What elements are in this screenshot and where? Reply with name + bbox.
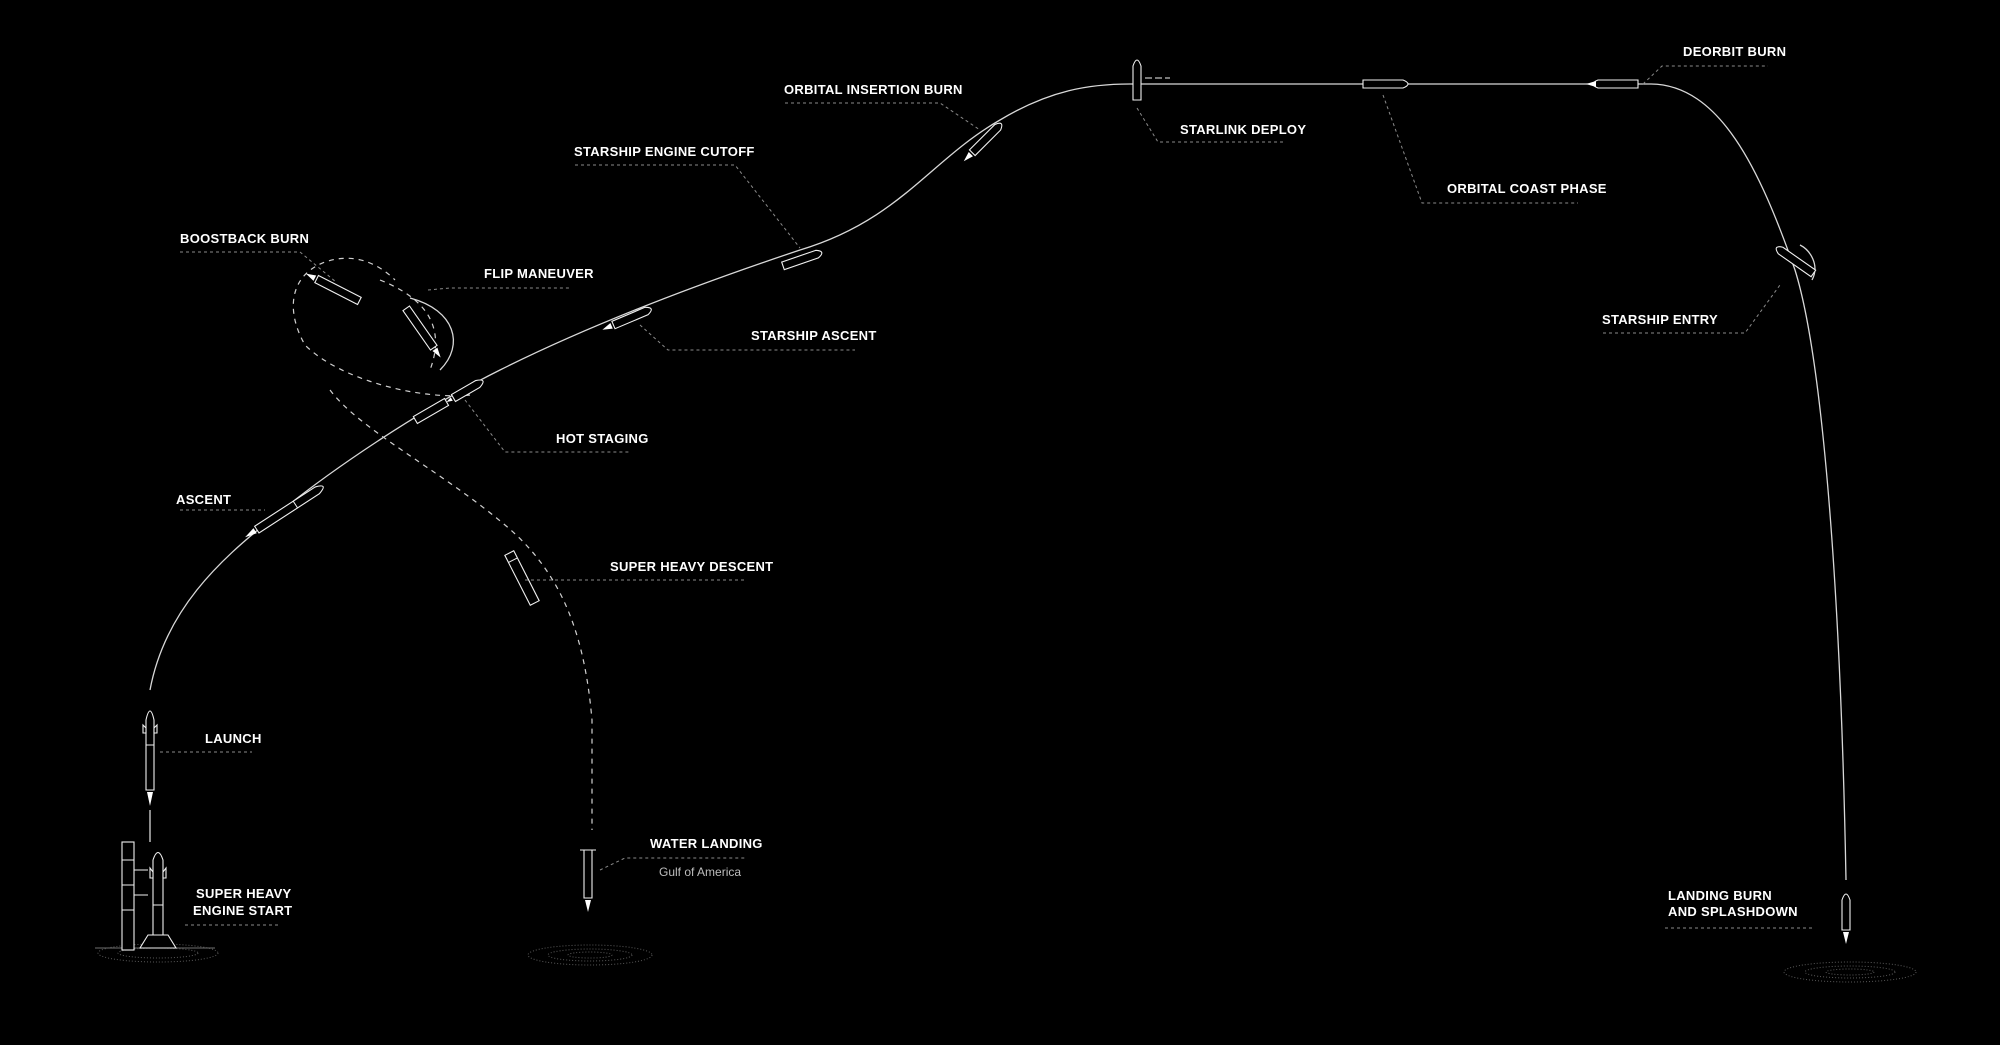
water-landing-booster-icon: [580, 849, 596, 912]
flip-maneuver-arc: [379, 279, 437, 371]
label-landing-burn-2: AND SPLASHDOWN: [1668, 904, 1798, 919]
label-launch: LAUNCH: [205, 731, 262, 746]
launch-tower-icon: [121, 841, 177, 951]
leader-boostback: [180, 251, 337, 283]
label-flip-maneuver: FLIP MANEUVER: [484, 266, 594, 281]
label-orbital-coast-phase: ORBITAL COAST PHASE: [1447, 181, 1607, 196]
booster-return-trajectory: [292, 257, 593, 830]
label-orbital-insertion-burn: ORBITAL INSERTION BURN: [784, 82, 963, 97]
label-water-landing: WATER LANDING: [650, 836, 763, 851]
label-boostback-burn: BOOSTBACK BURN: [180, 231, 309, 246]
hot-staging-icon: [412, 379, 484, 425]
starship-entry-icon: [1775, 246, 1817, 278]
starlink-deploy-icon: [1132, 59, 1170, 101]
label-starship-entry: STARSHIP ENTRY: [1602, 312, 1718, 327]
water-landing-splash-icon: [527, 944, 653, 966]
orbital-coast-icon: [1362, 79, 1409, 89]
label-hot-staging: HOT STAGING: [556, 431, 649, 446]
pad-rocket-icon: [149, 851, 167, 936]
label-landing-burn: LANDING BURN: [1668, 888, 1772, 903]
leader-orbital-insertion: [785, 102, 981, 131]
label-super-heavy-descent: SUPER HEAVY DESCENT: [610, 559, 773, 574]
launch-rocket-icon: [142, 710, 158, 806]
leader-engine-cutoff: [575, 164, 801, 249]
flip-maneuver-solid-arc: [409, 297, 455, 371]
label-deorbit-burn: DEORBIT BURN: [1683, 44, 1786, 59]
label-super-heavy-engine-start: SUPER HEAVY: [196, 886, 292, 901]
leader-entry: [1603, 284, 1781, 334]
leader-orbital-coast: [1382, 94, 1578, 204]
splashdown-ring-icon: [1783, 961, 1917, 983]
main-ascent-trajectory: [149, 83, 1847, 881]
flip-maneuver-booster-icon: [402, 305, 441, 358]
leader-flip: [427, 287, 570, 291]
starship-engine-cutoff-icon: [780, 249, 823, 271]
label-starship-engine-cutoff: STARSHIP ENGINE CUTOFF: [574, 144, 755, 159]
orbital-insertion-burn-icon: [963, 122, 1003, 162]
landing-burn-icon: [1841, 893, 1851, 944]
label-super-heavy-engine-start-2: ENGINE START: [193, 903, 292, 918]
descent-booster-icon: [504, 550, 540, 606]
label-water-landing-location: Gulf of America: [659, 865, 741, 879]
deorbit-burn-icon: [1586, 79, 1639, 89]
label-starlink-deploy: STARLINK DEPLOY: [1180, 122, 1306, 137]
ascent-rocket-icon: [245, 485, 324, 538]
leader-deorbit: [1642, 65, 1768, 85]
leader-starlink: [1136, 107, 1283, 143]
entry-plasma-arc: [1799, 244, 1816, 281]
boostback-booster-icon: [305, 273, 362, 306]
label-ascent: ASCENT: [176, 492, 231, 507]
starship-ascent-icon: [602, 306, 652, 330]
leader-starship-ascent: [639, 324, 855, 351]
label-starship-ascent: STARSHIP ASCENT: [751, 328, 877, 343]
